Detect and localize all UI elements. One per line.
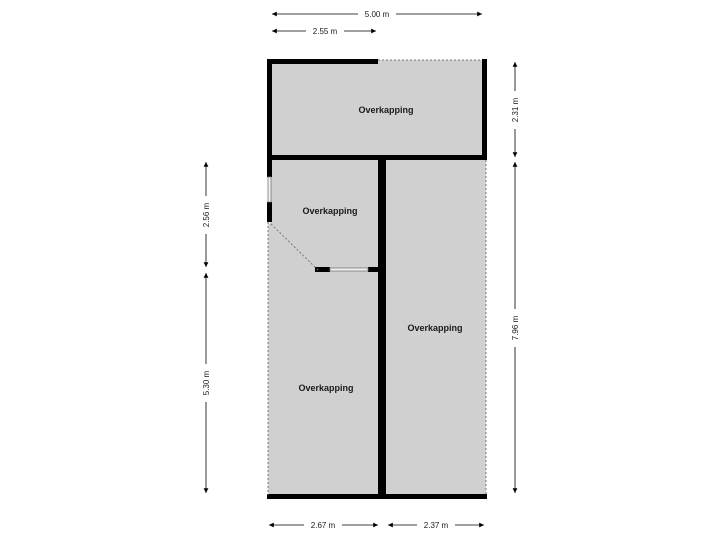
room-label-top: Overkapping bbox=[358, 105, 413, 115]
dim-label-right-total: 7.96 m bbox=[511, 315, 520, 340]
room-label-right: Overkapping bbox=[407, 323, 462, 333]
room-label-left-upper: Overkapping bbox=[302, 206, 357, 216]
dim-label-bg-left-upper bbox=[201, 196, 211, 234]
dim-label-total-width: 5.00 m bbox=[365, 10, 390, 19]
wall-left-door-stub bbox=[267, 202, 272, 222]
dashed-diagonal bbox=[270, 223, 319, 271]
wall-middle-vertical bbox=[378, 155, 386, 498]
wall-left-top bbox=[267, 59, 272, 177]
room-fill-left-lower bbox=[268, 222, 380, 497]
room-fill-right bbox=[380, 160, 486, 497]
wall-partition-right bbox=[368, 267, 380, 272]
dim-label-left-upper: 2.56 m bbox=[202, 202, 211, 227]
dim-label-bottom-right: 2.37 m bbox=[424, 521, 449, 530]
wall-right-top bbox=[482, 59, 487, 160]
wall-top-solid bbox=[268, 59, 378, 64]
dim-label-top-segment: 2.55 m bbox=[313, 27, 338, 36]
room-fill-top bbox=[268, 60, 486, 160]
dim-label-bg-top-segment bbox=[306, 26, 344, 36]
dim-label-bg-bottom-left bbox=[304, 520, 342, 530]
wall-bottom bbox=[267, 494, 487, 499]
wall-middle-horizontal bbox=[267, 155, 487, 160]
dim-label-bg-total-width bbox=[358, 9, 396, 19]
room-label-left-lower: Overkapping bbox=[298, 383, 353, 393]
dim-label-bg-right-total bbox=[510, 309, 520, 347]
dim-label-bottom-left: 2.67 m bbox=[311, 521, 336, 530]
dim-label-bg-left-lower bbox=[201, 364, 211, 402]
wall-partition-left bbox=[315, 267, 330, 272]
window-partition bbox=[329, 267, 369, 272]
dim-label-bg-bottom-right bbox=[417, 520, 455, 530]
dim-label-bg-right-upper bbox=[510, 91, 520, 129]
window-left-wall bbox=[267, 176, 272, 203]
dim-label-right-upper: 2.31 m bbox=[511, 97, 520, 122]
dim-label-left-lower: 5.30 m bbox=[202, 370, 211, 395]
